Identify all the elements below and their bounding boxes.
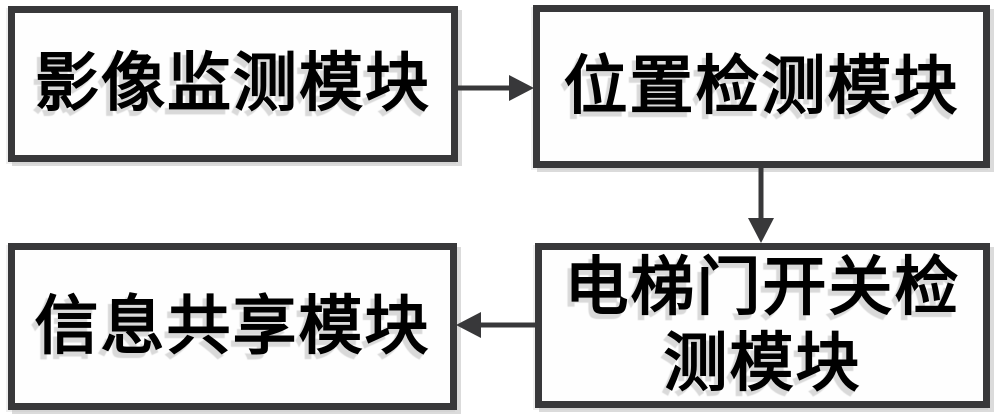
module-box-info-sharing: 信息共享模块: [8, 243, 457, 410]
module-box-position-detection: 位置检测模块: [533, 5, 990, 168]
module-label-image-monitoring: 影像监测模块: [35, 48, 431, 120]
arrow-down-icon: [748, 166, 774, 243]
module-box-door-detection: 电梯门开关检测模块: [535, 243, 990, 408]
module-label-position-detection: 位置检测模块: [563, 50, 960, 122]
module-label-door-detection: 电梯门开关检测模块: [564, 251, 961, 399]
arrow-left-icon: [456, 312, 537, 338]
arrow-right-icon: [457, 75, 534, 101]
module-label-info-sharing: 信息共享模块: [34, 290, 431, 362]
module-box-image-monitoring: 影像监测模块: [8, 6, 458, 162]
